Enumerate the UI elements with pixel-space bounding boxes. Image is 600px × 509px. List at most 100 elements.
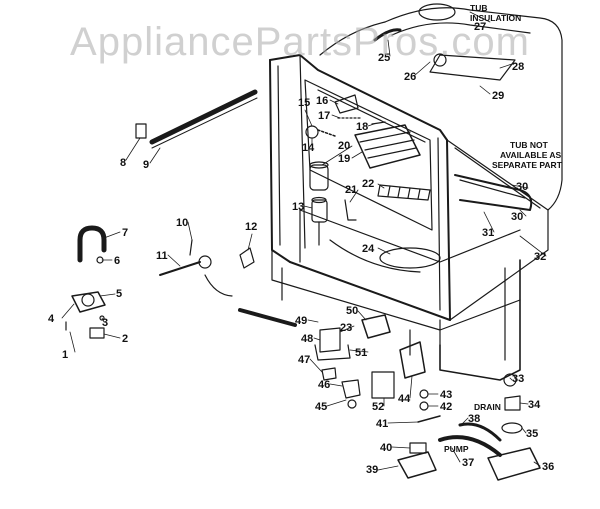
leader-line xyxy=(329,99,339,105)
leader-line xyxy=(329,383,343,387)
callout-part-51: 51 xyxy=(355,347,367,359)
leader-line xyxy=(125,137,141,161)
callout-part-40: 40 xyxy=(380,442,392,454)
leader-line xyxy=(313,337,321,341)
note-tub-insulation-line1: TUB xyxy=(470,3,487,13)
callout-part-35: 35 xyxy=(526,428,538,440)
callout-part-41: 41 xyxy=(376,418,388,430)
callout-part-8: 8 xyxy=(120,157,126,169)
leader-line xyxy=(509,377,513,381)
leader-line xyxy=(99,293,116,297)
leader-line xyxy=(349,349,369,353)
leader-line xyxy=(304,109,313,127)
callout-part-38: 38 xyxy=(468,413,480,425)
heater-element xyxy=(454,174,533,211)
leader-line xyxy=(103,231,121,239)
lower-parts xyxy=(314,314,426,409)
callout-part-39: 39 xyxy=(366,464,378,476)
leader-line xyxy=(413,61,431,77)
leader-line xyxy=(307,319,319,323)
callout-part-3: 3 xyxy=(102,317,108,329)
leader-line xyxy=(149,147,161,164)
leader-line xyxy=(187,221,193,241)
callout-part-50: 50 xyxy=(346,305,358,317)
callout-part-31: 31 xyxy=(482,227,494,239)
callout-part-24: 24 xyxy=(362,243,375,255)
callout-part-19: 19 xyxy=(338,153,350,165)
callout-part-7: 7 xyxy=(122,227,128,239)
leader-line xyxy=(367,123,375,127)
leader-line xyxy=(309,358,323,373)
leader-line xyxy=(387,39,391,57)
leader-line xyxy=(247,233,253,251)
callout-part-9: 9 xyxy=(143,159,149,171)
callout-part-42: 42 xyxy=(440,401,452,413)
callout-part-32: 32 xyxy=(534,251,546,263)
callout-part-26: 26 xyxy=(404,71,416,83)
callout-part-18: 18 xyxy=(356,121,368,133)
leader-line xyxy=(409,375,413,399)
callout-part-36: 36 xyxy=(542,461,554,473)
callout-part-49: 49 xyxy=(295,315,307,327)
leader-line xyxy=(533,461,541,467)
callout-part-30-lower: 30 xyxy=(511,211,523,223)
leader-line xyxy=(483,211,495,233)
callout-part-25: 25 xyxy=(378,52,390,64)
callout-part-21: 21 xyxy=(345,184,357,196)
leader-lines xyxy=(61,11,547,471)
leader-line xyxy=(303,205,313,209)
note-tub-not-line1: TUB NOT xyxy=(510,140,549,150)
callout-part-28: 28 xyxy=(512,61,524,73)
leader-line xyxy=(103,333,121,339)
callout-part-15: 15 xyxy=(298,97,310,109)
callout-part-22: 22 xyxy=(362,178,374,190)
callout-part-16: 16 xyxy=(316,95,328,107)
leader-line xyxy=(321,145,353,166)
callout-part-45: 45 xyxy=(315,401,327,413)
callout-part-10: 10 xyxy=(176,217,188,229)
callout-part-44: 44 xyxy=(398,393,411,405)
leader-line xyxy=(69,331,76,353)
note-pump: PUMP xyxy=(444,444,469,454)
callout-part-14: 14 xyxy=(302,142,315,154)
leader-line xyxy=(331,114,341,119)
callout-part-46: 46 xyxy=(318,379,330,391)
callout-part-33: 33 xyxy=(512,373,524,385)
callout-part-48: 48 xyxy=(301,333,313,345)
vent-22 xyxy=(344,184,431,221)
callout-part-1: 1 xyxy=(62,349,68,361)
callout-part-13: 13 xyxy=(292,201,304,213)
callout-part-17: 17 xyxy=(318,110,330,122)
wiring-11 xyxy=(159,239,255,297)
note-tub-not-line2: AVAILABLE AS xyxy=(500,150,562,160)
note-drain: DRAIN xyxy=(474,402,501,412)
part-callouts: 1 2 3 4 5 6 7 8 9 10 11 12 13 14 15 16 1… xyxy=(48,21,554,476)
leader-line xyxy=(61,303,75,319)
callout-part-6: 6 xyxy=(114,255,120,267)
leader-line xyxy=(377,183,385,189)
callout-part-47: 47 xyxy=(298,354,310,366)
leader-line xyxy=(479,85,491,95)
leader-line xyxy=(511,184,529,189)
callout-part-5: 5 xyxy=(116,288,122,300)
callout-part-23: 23 xyxy=(340,322,352,334)
callout-part-2: 2 xyxy=(122,333,128,345)
leader-line xyxy=(377,465,399,471)
pump-assembly xyxy=(397,373,541,481)
leader-line xyxy=(387,421,419,424)
note-tub-not-line3: SEPARATE PART xyxy=(492,160,563,170)
leader-line xyxy=(391,446,411,449)
cord-48 xyxy=(238,308,297,327)
callout-part-20: 20 xyxy=(338,140,350,152)
leader-line xyxy=(451,447,461,463)
leader-line xyxy=(326,399,347,407)
leader-line xyxy=(377,247,391,255)
leader-line xyxy=(519,209,527,217)
leader-line xyxy=(167,254,181,267)
callout-part-37: 37 xyxy=(462,457,474,469)
callout-part-11: 11 xyxy=(156,250,168,262)
inlet-valve-4 xyxy=(65,291,106,339)
dispenser-19 xyxy=(354,124,421,169)
